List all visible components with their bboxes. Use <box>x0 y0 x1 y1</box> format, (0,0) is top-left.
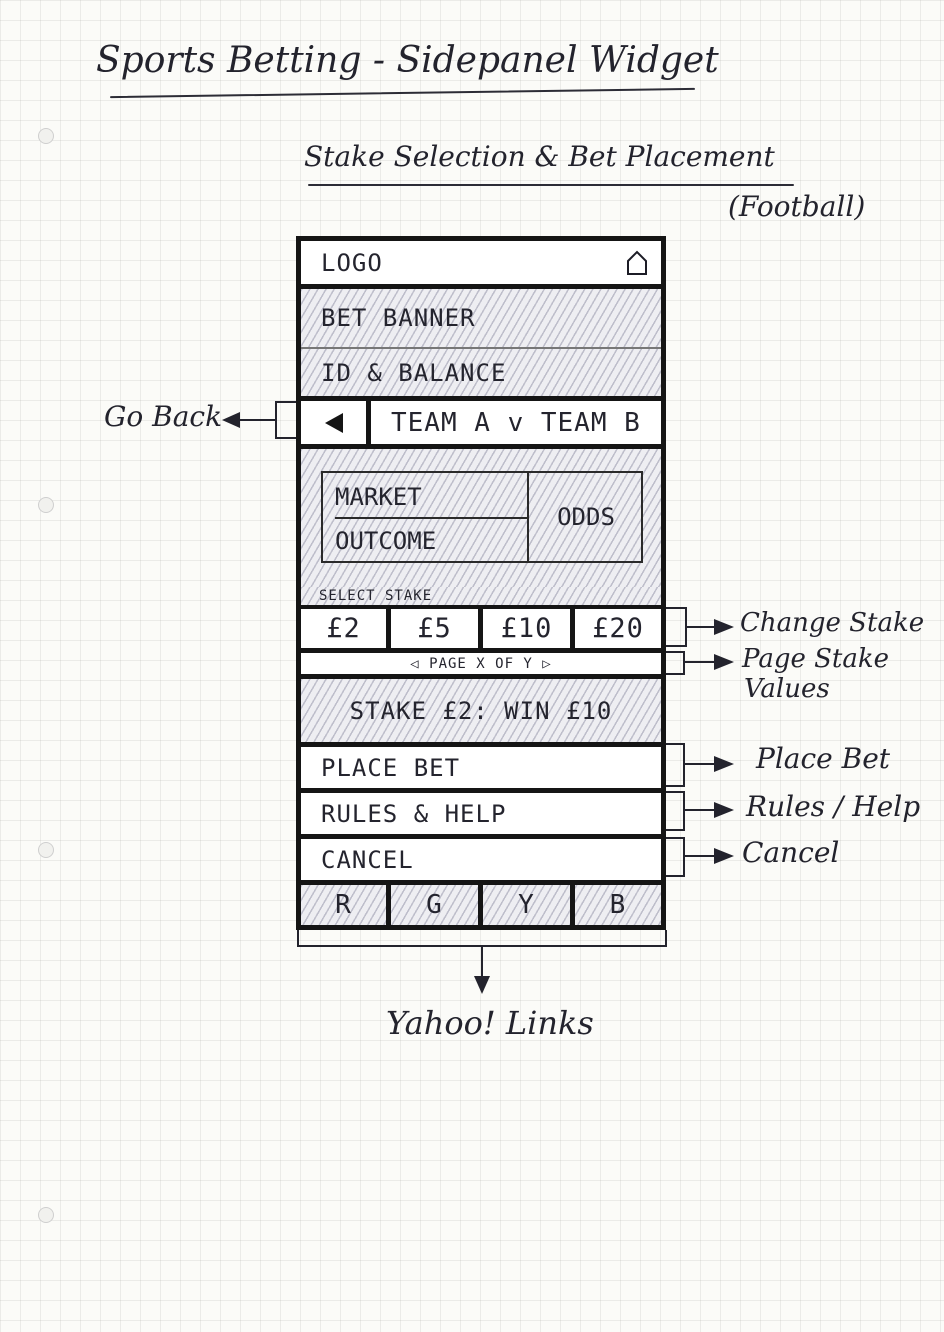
yahoo-link-r[interactable]: R <box>301 885 391 925</box>
yahoo-link-g[interactable]: G <box>391 885 483 925</box>
link-label: Y <box>518 890 535 920</box>
id-balance-bar: ID & BALANCE <box>301 349 661 401</box>
outcome-label[interactable]: OUTCOME <box>335 527 437 555</box>
stake-summary-bar: STAKE £2: WIN £10 <box>301 679 661 747</box>
market-section: MARKET OUTCOME ODDS <box>301 449 661 587</box>
market-label: MARKET <box>335 477 527 519</box>
annotation-go-back: Go Back <box>104 400 223 433</box>
match-title: TEAM A v TEAM B <box>391 407 641 438</box>
annotation-change-stake: Change Stake <box>740 608 925 638</box>
binder-hole <box>38 842 54 858</box>
rules-help-label: RULES & HELP <box>321 799 507 828</box>
binder-hole <box>38 1207 54 1223</box>
link-label: B <box>609 890 627 920</box>
stake-pager[interactable]: ◁ PAGE X OF Y ▷ <box>301 653 661 679</box>
stake-value: £2 <box>326 613 361 644</box>
annotation-page-stake-values-2: Values <box>744 674 830 704</box>
yahoo-link-b[interactable]: B <box>575 885 661 925</box>
stake-value: £10 <box>500 613 553 644</box>
sidepanel-widget: LOGO BET BANNER ID & BALANCE TEAM A v TE… <box>296 236 666 930</box>
annotation-yahoo-links: Yahoo! Links <box>386 1004 594 1042</box>
odds-label: ODDS <box>557 503 615 531</box>
stake-button-20[interactable]: £20 <box>575 609 661 648</box>
cancel-button[interactable]: CANCEL <box>301 839 661 885</box>
cancel-label: CANCEL <box>321 845 414 874</box>
binder-hole <box>38 497 54 513</box>
annotation-cancel: Cancel <box>742 836 840 869</box>
place-bet-label: PLACE BET <box>321 753 461 782</box>
bet-banner: BET BANNER <box>301 289 661 349</box>
page-subtitle-note: (Football) <box>728 190 866 223</box>
id-balance-label: ID & BALANCE <box>321 358 507 387</box>
binder-hole <box>38 128 54 144</box>
subtitle-underline <box>308 184 794 186</box>
page-title: Sports Betting - Sidepanel Widget <box>96 40 719 81</box>
go-back-button[interactable] <box>301 401 371 444</box>
yahoo-links-bar: R G Y B <box>301 885 661 925</box>
stake-button-5[interactable]: £5 <box>391 609 483 648</box>
page-subtitle: Stake Selection & Bet Placement <box>304 140 775 173</box>
market-box: MARKET OUTCOME ODDS <box>321 471 643 563</box>
stake-value: £20 <box>592 613 644 644</box>
annotation-place-bet: Place Bet <box>756 742 891 775</box>
match-bar: TEAM A v TEAM B <box>301 401 661 449</box>
bet-banner-label: BET BANNER <box>321 304 476 332</box>
yahoo-link-y[interactable]: Y <box>483 885 575 925</box>
stake-buttons: £2 £5 £10 £20 <box>301 609 661 653</box>
title-underline <box>110 87 695 99</box>
odds-cell: ODDS <box>527 473 643 561</box>
home-icon[interactable] <box>625 250 649 276</box>
link-label: G <box>426 890 443 920</box>
annotation-rules-help: Rules / Help <box>746 790 921 823</box>
logo: LOGO <box>321 248 383 277</box>
stake-value: £5 <box>417 613 452 644</box>
rules-help-button[interactable]: RULES & HELP <box>301 793 661 839</box>
stake-summary-label: STAKE £2: WIN £10 <box>349 696 613 725</box>
place-bet-button[interactable]: PLACE BET <box>301 747 661 793</box>
stake-button-10[interactable]: £10 <box>483 609 575 648</box>
select-stake-label-bar: SELECT STAKE <box>301 587 661 609</box>
header-bar: LOGO <box>301 241 661 289</box>
back-triangle-icon <box>324 412 343 433</box>
select-stake-label: SELECT STAKE <box>319 588 433 604</box>
annotation-page-stake-values-1: Page Stake <box>742 644 890 674</box>
link-label: R <box>335 890 352 920</box>
pager-label: ◁ PAGE X OF Y ▷ <box>410 655 552 672</box>
stake-button-2[interactable]: £2 <box>301 609 391 648</box>
